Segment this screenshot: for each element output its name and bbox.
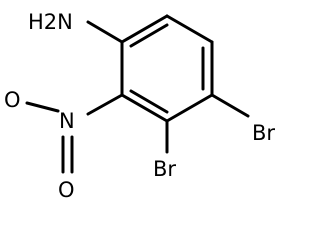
ring-bond-c5-c6 [120,93,169,123]
nitro-oxygen-top-label: O [4,88,21,112]
amine-label: H2N [28,10,73,34]
molecule-drawing: H2N O N O Br Br [4,10,275,202]
ring-bond-c4-c5 [165,93,214,123]
ring-double-bond-bottom [129,89,169,114]
nitro-oxygen-bottom-label: O [58,178,75,202]
ring-bond-c2-c3 [165,14,214,44]
nitro-bond-to-top-oxygen [25,101,60,113]
bromine-right-label: Br [252,121,275,145]
ring-bond-c1-c2 [120,14,169,44]
bond-ring-to-nitro [86,93,124,116]
nitro-nitrogen-label: N [59,109,75,133]
bond-ring-to-bromine-right [210,93,250,118]
bromine-bottom-label: Br [153,157,176,181]
ring-double-bond-top [129,23,169,48]
bond-ring-to-amine [86,20,124,44]
molecule-structure-diagram: H2N O N O Br Br [4,10,275,202]
